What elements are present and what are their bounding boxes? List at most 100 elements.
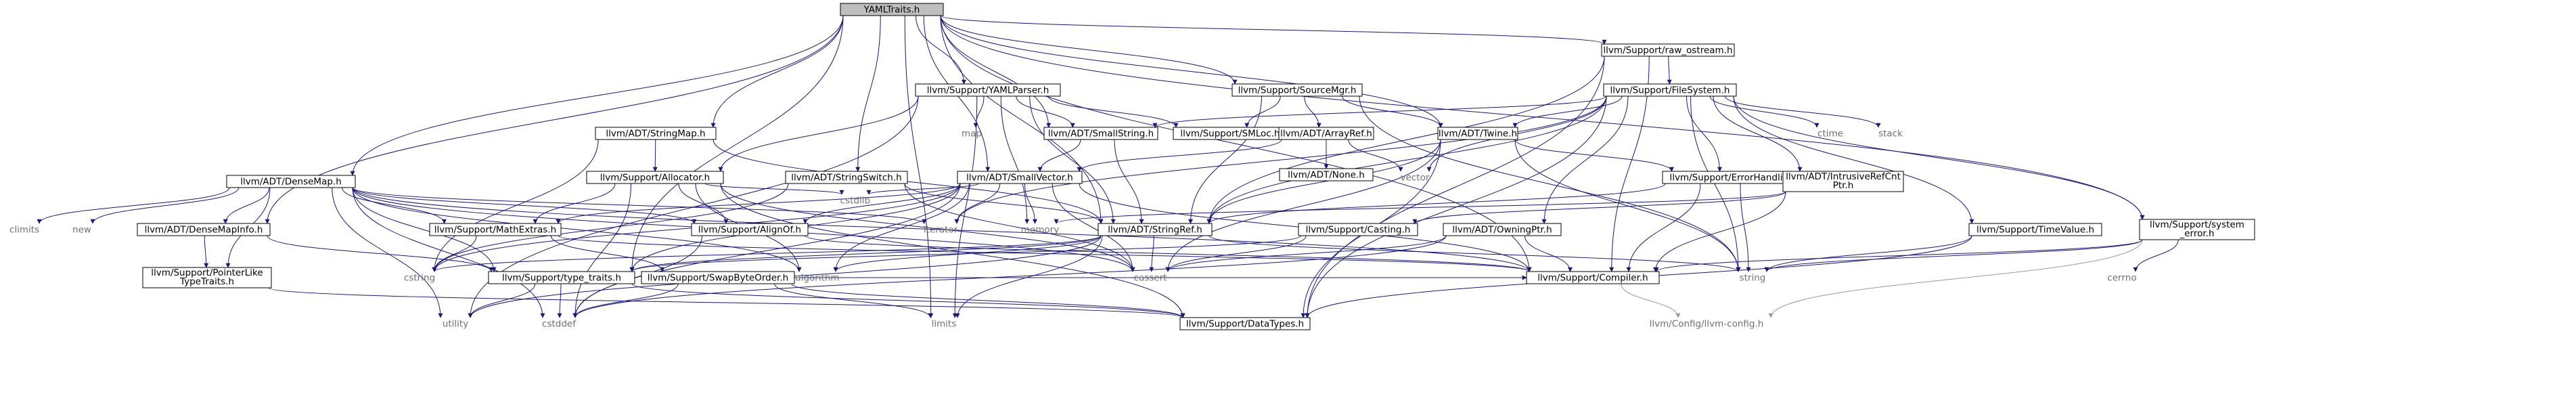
edge-smallvector-to-cassert bbox=[1052, 183, 1135, 272]
edge-allocator-to-cstdlib bbox=[704, 183, 844, 195]
edge-errorhandling-to-stringref bbox=[1206, 183, 1666, 224]
edge-sourcemgr-to-string bbox=[1359, 95, 1741, 272]
edge-mathextras-to-cstring bbox=[432, 235, 477, 272]
node-label-pointerlike: TypeTraits.h bbox=[179, 276, 234, 287]
node-box-system_error bbox=[2139, 219, 2255, 240]
node-casting[interactable]: llvm/Support/Casting.h bbox=[1298, 223, 1418, 236]
node-label-cstring: cstring bbox=[404, 273, 435, 284]
node-box-owningptr bbox=[1443, 223, 1562, 236]
node-label-llvmconfig: llvm/Config/llvm-config.h bbox=[1650, 319, 1764, 330]
node-stack: stack bbox=[1878, 129, 1903, 139]
node-box-sourcemgr bbox=[1231, 83, 1363, 97]
node-label-new: new bbox=[72, 225, 91, 236]
edge-stringmap-to-allocator bbox=[652, 139, 658, 172]
node-owningptr[interactable]: llvm/ADT/OwningPtr.h bbox=[1443, 223, 1562, 236]
edge-densemapinfo-to-pointerlike bbox=[204, 235, 209, 268]
node-box-densemapinfo bbox=[137, 223, 271, 236]
node-smallstring[interactable]: llvm/ADT/SmallString.h bbox=[1043, 127, 1158, 140]
edge-densemap-to-algorithm bbox=[352, 187, 802, 272]
node-densemap[interactable]: llvm/ADT/DenseMap.h bbox=[226, 175, 356, 188]
edge-type_traits-to-datatypes bbox=[631, 283, 1185, 318]
node-limits: limits bbox=[932, 319, 957, 330]
edge-filesystem-to-timevalue bbox=[1733, 95, 1974, 224]
node-stringref[interactable]: llvm/ADT/StringRef.h bbox=[1098, 223, 1213, 236]
edge-yamltraits-to-stringref bbox=[940, 15, 1104, 224]
node-twine[interactable]: llvm/ADT/Twine.h bbox=[1437, 127, 1518, 140]
edge-raw_ostream-to-datatypes bbox=[1305, 56, 1605, 318]
node-sourcemgr[interactable]: llvm/Support/SourceMgr.h bbox=[1231, 83, 1363, 97]
node-yamlparser[interactable]: llvm/Support/YAMLParser.h bbox=[915, 83, 1061, 97]
edge-yamltraits-to-smallstring bbox=[940, 15, 1052, 128]
node-datatypes[interactable]: llvm/Support/DataTypes.h bbox=[1179, 317, 1311, 330]
node-box-twine bbox=[1437, 127, 1518, 140]
edge-densemap-to-cstddef bbox=[352, 187, 545, 318]
edge-mathextras-to-swapbyteorder bbox=[550, 235, 665, 272]
edge-yamltraits-to-sourcemgr bbox=[940, 15, 1238, 85]
node-box-casting bbox=[1298, 223, 1418, 236]
node-type_traits[interactable]: llvm/Support/type_traits.h bbox=[488, 271, 635, 284]
node-label-owningptr: llvm/ADT/OwningPtr.h bbox=[1452, 225, 1552, 236]
node-smallvector[interactable]: llvm/ADT/SmallVector.h bbox=[957, 171, 1083, 184]
edge-twine-to-string bbox=[1514, 139, 1741, 272]
edge-filesystem-to-ctime bbox=[1709, 95, 1820, 128]
node-algorithm: algorithm bbox=[795, 273, 839, 284]
edge-stringref-to-type_traits bbox=[629, 235, 1102, 272]
node-none[interactable]: llvm/ADT/None.h bbox=[1279, 168, 1374, 181]
node-swapbyteorder[interactable]: llvm/Support/SwapByteOrder.h bbox=[641, 271, 795, 284]
node-alignof[interactable]: llvm/Support/AlignOf.h bbox=[691, 223, 809, 236]
node-cstddef: cstddef bbox=[542, 319, 577, 330]
node-filesystem[interactable]: llvm/Support/FileSystem.h bbox=[1603, 83, 1737, 97]
node-label-limits: limits bbox=[932, 319, 957, 330]
edge-stringswitch-to-cassert bbox=[904, 183, 1135, 272]
edge-arrayref-to-vector bbox=[1348, 139, 1403, 172]
node-label-system_error: llvm/Support/system bbox=[2150, 219, 2244, 230]
edge-densemap-to-climits bbox=[37, 187, 230, 224]
node-allocator[interactable]: llvm/Support/Allocator.h bbox=[586, 171, 724, 184]
edge-yamlparser-to-smloc bbox=[1048, 95, 1179, 128]
edge-stringswitch-to-cstring bbox=[432, 183, 789, 272]
node-stringswitch[interactable]: llvm/ADT/StringSwitch.h bbox=[785, 171, 908, 184]
node-utility: utility bbox=[443, 319, 468, 330]
node-label-pointerlike: llvm/Support/PointerLike bbox=[151, 267, 263, 278]
node-label-cerrno: cerrno bbox=[2107, 273, 2136, 284]
node-box-swapbyteorder bbox=[641, 271, 795, 284]
edge-filesystem-to-smallstring bbox=[1152, 95, 1607, 128]
node-label-iterator: iterator bbox=[924, 225, 958, 236]
edge-twine-to-stringref bbox=[1206, 139, 1441, 224]
node-cassert: cassert bbox=[1134, 273, 1167, 284]
node-label-algorithm: algorithm bbox=[795, 273, 839, 284]
node-densemapinfo[interactable]: llvm/ADT/DenseMapInfo.h bbox=[137, 223, 271, 236]
edge-smallvector-to-iterator bbox=[954, 183, 1001, 224]
edge-stringref-to-cassert bbox=[1149, 235, 1154, 272]
node-label-errorhandling: llvm/Support/ErrorHandling.h bbox=[1669, 173, 1803, 184]
node-compiler[interactable]: llvm/Support/Compiler.h bbox=[1526, 271, 1660, 284]
edge-stringmap-to-cstring bbox=[432, 139, 599, 272]
node-smloc[interactable]: llvm/Support/SMLoc.h bbox=[1173, 127, 1288, 140]
edge-system_error-to-cerrno bbox=[2133, 239, 2179, 272]
edges-layer bbox=[37, 15, 2179, 318]
edge-swapbyteorder-to-datatypes bbox=[791, 283, 1185, 318]
nodes-layer: YAMLTraits.h llvm/Support/raw_ostream.hll… bbox=[9, 3, 2255, 330]
edge-compiler-to-llvmconfig bbox=[1621, 283, 1681, 318]
node-iterator: iterator bbox=[924, 225, 958, 236]
node-label-cstdlib: cstdlib bbox=[840, 196, 870, 207]
node-memory: memory bbox=[1021, 225, 1059, 236]
node-mathextras[interactable]: llvm/Support/MathExtras.h bbox=[429, 223, 562, 236]
edge-yamltraits-to-densemap bbox=[350, 15, 844, 176]
node-yamltraits[interactable]: YAMLTraits.h bbox=[840, 3, 944, 16]
edge-errorhandling-to-compiler bbox=[1626, 183, 1701, 272]
node-cstring: cstring bbox=[404, 273, 435, 284]
node-stringmap[interactable]: llvm/ADT/StringMap.h bbox=[595, 127, 717, 140]
edge-allocator-to-cstddef bbox=[572, 183, 631, 318]
node-label-yamltraits: YAMLTraits.h bbox=[863, 5, 920, 16]
node-timevalue[interactable]: llvm/Support/TimeValue.h bbox=[1968, 223, 2102, 236]
node-box-allocator bbox=[586, 171, 724, 184]
node-arrayref[interactable]: llvm/ADT/ArrayRef.h bbox=[1278, 127, 1374, 140]
node-raw_ostream[interactable]: llvm/Support/raw_ostream.h bbox=[1601, 43, 1735, 57]
node-system_error[interactable]: llvm/Support/system_error.h bbox=[2139, 219, 2255, 240]
edge-yamltraits-to-stringmap bbox=[710, 15, 844, 128]
node-box-arrayref bbox=[1278, 127, 1374, 140]
edge-densemap-to-mathextras bbox=[342, 187, 447, 224]
